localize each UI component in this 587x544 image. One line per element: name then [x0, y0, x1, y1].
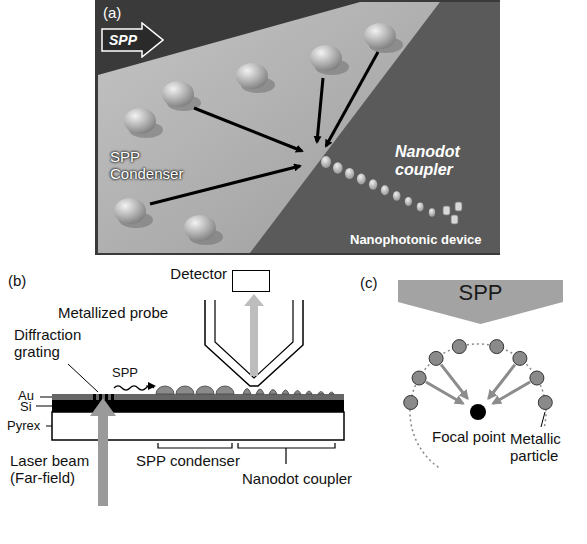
region-label: SPP condenser — [136, 452, 240, 469]
node-label: Detector — [170, 265, 227, 282]
particle-label: Metallic particle — [510, 430, 582, 465]
layer-label: Pyrex — [7, 419, 40, 434]
region-label: SPP Condenser — [110, 148, 190, 183]
spp-arrow: SPP — [100, 22, 164, 58]
beam-label: Laser beam (Far-field) — [10, 452, 94, 487]
node-label: SPP — [109, 32, 137, 48]
region-label: Nanodot coupler — [242, 470, 352, 487]
panel-letter: (a) — [103, 4, 121, 21]
region-label: Nanodot coupler — [395, 143, 475, 180]
device-label: Nanophotonic device — [350, 233, 481, 248]
part-label: Diffraction grating — [14, 326, 102, 361]
node-label: SPP — [458, 280, 502, 305]
part-label: Metallized probe — [58, 304, 168, 321]
wave-label: SPP — [112, 366, 138, 381]
point-label: Focal point — [432, 428, 505, 445]
panel-letter: (b) — [8, 272, 26, 289]
panel-letter: (c) — [360, 274, 378, 291]
detector-box: Detector — [232, 270, 270, 292]
layer-label: Si — [20, 400, 32, 415]
spp-arrow: SPP — [398, 280, 563, 324]
